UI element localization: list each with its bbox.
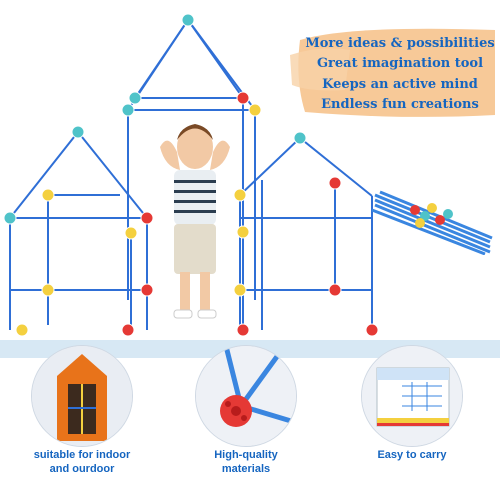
caption-indoor-outdoor: suitable for indoor and ourdoor (33, 449, 131, 475)
materials-circle (196, 346, 296, 446)
fort-frame (3, 13, 379, 337)
straw-bundle (371, 190, 493, 255)
carry-circle (362, 346, 462, 446)
feature-text-2: Great imagination tool (316, 56, 484, 71)
connector-ball (196, 346, 296, 446)
caption-carry: Easy to carry (377, 449, 447, 461)
feature-text-1: More ideas & possibilities (305, 36, 495, 51)
feature-text-4: Endless fun creations (321, 97, 479, 112)
product-box (362, 346, 462, 446)
brush-stroke-background (290, 28, 495, 117)
tent-tower (32, 346, 132, 446)
indoor-outdoor-circle (32, 346, 132, 446)
kid-figure (160, 124, 230, 319)
caption-materials: High-quality materials (214, 449, 278, 475)
feature-text-3: Keeps an active mind (322, 77, 478, 92)
